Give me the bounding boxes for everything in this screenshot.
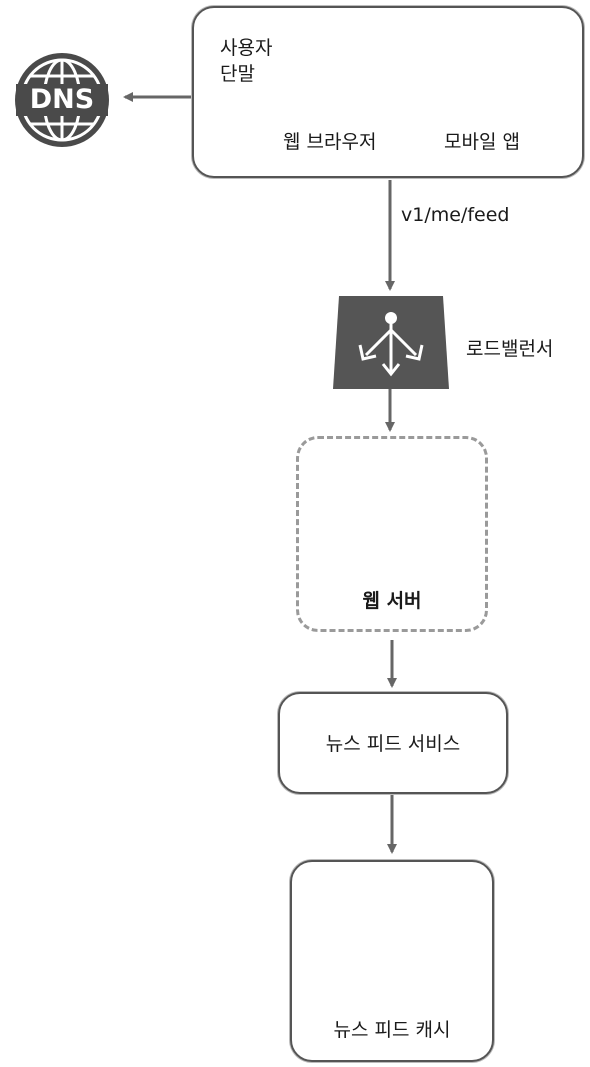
- load-balancer-label: 로드밸런서: [466, 338, 554, 360]
- mobile-app-label: 모바일 앱: [444, 131, 520, 153]
- web-server-label: 웹 서버: [362, 590, 422, 612]
- dns-label: DNS: [29, 84, 95, 115]
- feed-endpoint-label: v1/me/feed: [401, 204, 510, 226]
- news-feed-service-box: 뉴스 피드 서비스: [278, 692, 508, 794]
- web-browser-label: 웹 브라우저: [283, 131, 377, 153]
- news-feed-cache-label: 뉴스 피드 캐시: [333, 1019, 451, 1041]
- client-group-label-line1: 사용자: [220, 37, 273, 59]
- dns-globe-icon: [15, 53, 109, 147]
- news-feed-service-label: 뉴스 피드 서비스: [325, 733, 461, 755]
- cache-tag-3: CACHE: [412, 936, 461, 951]
- cache-tag-1: CACHE: [322, 884, 371, 899]
- web-server-group: 웹 서버: [296, 436, 488, 632]
- cache-tag-2: CACHE: [362, 910, 411, 925]
- client-group-label-line2: 단말: [220, 63, 255, 85]
- news-feed-cache-group: 뉴스 피드 캐시: [290, 860, 494, 1062]
- load-balancer-icon: [333, 296, 449, 389]
- client-devices-group: [192, 6, 584, 178]
